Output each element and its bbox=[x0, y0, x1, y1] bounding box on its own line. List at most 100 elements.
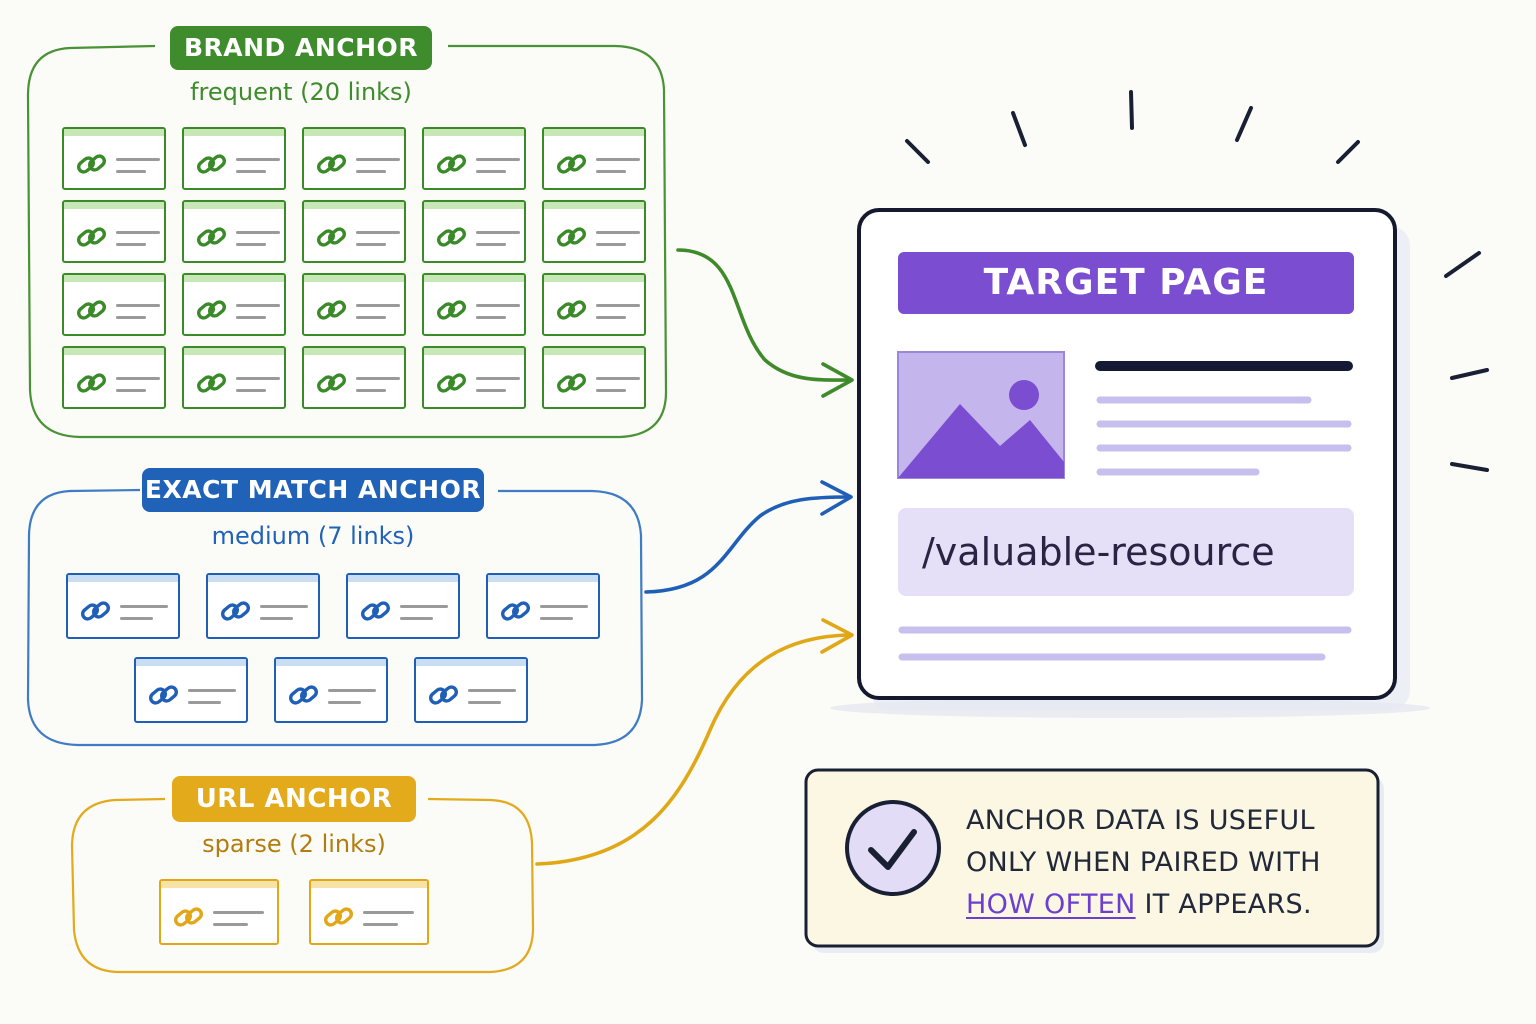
link-card bbox=[486, 573, 600, 639]
link-chain-icon bbox=[221, 601, 250, 621]
link-card-text-line bbox=[476, 157, 520, 161]
link-card bbox=[422, 127, 526, 190]
note-highlight: HOW OFTEN bbox=[966, 889, 1136, 920]
link-card-header bbox=[184, 275, 284, 282]
link-card-text-line bbox=[476, 169, 506, 173]
link-chain-icon bbox=[317, 372, 346, 393]
link-card-header bbox=[136, 659, 246, 666]
link-card bbox=[302, 346, 406, 409]
link-card-header bbox=[184, 202, 284, 209]
exact-anchor-sublabel: medium (7 links) bbox=[211, 522, 415, 550]
link-card-text-line bbox=[363, 923, 398, 926]
link-card bbox=[182, 273, 286, 336]
link-card-text-line bbox=[476, 315, 506, 319]
link-chain-icon bbox=[437, 153, 466, 174]
link-card-text-line bbox=[596, 169, 626, 173]
link-chain-icon bbox=[197, 299, 226, 320]
link-card bbox=[62, 200, 166, 263]
link-card-text-line bbox=[476, 242, 506, 246]
link-chain-icon bbox=[317, 226, 346, 247]
link-card-text-line bbox=[596, 315, 626, 319]
link-card-text-line bbox=[236, 169, 266, 173]
link-card-text-line bbox=[116, 169, 146, 173]
link-card-text-line bbox=[400, 617, 433, 620]
link-card-text-line bbox=[356, 388, 386, 392]
link-chain-icon bbox=[149, 685, 178, 705]
link-card-text-line bbox=[116, 242, 146, 246]
link-card-header bbox=[348, 575, 458, 582]
link-card-text-line bbox=[236, 315, 266, 319]
link-chain-icon bbox=[197, 372, 226, 393]
link-card-header bbox=[544, 129, 644, 136]
url-connector-arrow bbox=[535, 633, 852, 866]
link-chain-icon bbox=[317, 153, 346, 174]
link-card-text-line bbox=[328, 689, 377, 692]
link-card-text-line bbox=[476, 230, 520, 234]
link-card-header bbox=[424, 348, 524, 355]
link-chain-icon bbox=[289, 685, 318, 705]
exact-group-frame bbox=[26, 488, 644, 747]
link-card bbox=[422, 200, 526, 263]
link-card bbox=[346, 573, 460, 639]
link-card bbox=[542, 273, 646, 336]
image-placeholder-icon bbox=[897, 351, 1065, 479]
link-chain-icon bbox=[77, 226, 106, 247]
url-group-frame bbox=[70, 797, 535, 974]
link-chain-icon bbox=[361, 601, 390, 621]
link-card-text-line bbox=[120, 617, 153, 620]
link-chain-icon bbox=[324, 907, 353, 927]
link-card-header bbox=[64, 202, 164, 209]
link-chain-icon bbox=[317, 299, 346, 320]
link-card-header bbox=[64, 348, 164, 355]
page-content-lines bbox=[898, 361, 1353, 661]
link-card-text-line bbox=[356, 303, 400, 307]
link-card-text-line bbox=[213, 911, 264, 914]
link-card-text-line bbox=[328, 701, 361, 704]
link-card-text-line bbox=[116, 157, 160, 161]
url-anchor-label: URL ANCHOR bbox=[172, 776, 416, 822]
link-card-text-line bbox=[236, 388, 266, 392]
link-chain-icon bbox=[81, 601, 110, 621]
link-chain-icon bbox=[557, 226, 586, 247]
link-card bbox=[134, 657, 248, 723]
link-chain-icon bbox=[501, 601, 530, 621]
link-chain-icon bbox=[77, 372, 106, 393]
link-card bbox=[542, 346, 646, 409]
link-card-text-line bbox=[476, 376, 520, 380]
note-text-main: ANCHOR DATA IS USEFUL ONLY WHEN PAIRED W… bbox=[966, 805, 1321, 878]
link-card bbox=[182, 127, 286, 190]
link-card-text-line bbox=[356, 230, 400, 234]
link-chain-icon bbox=[557, 372, 586, 393]
link-chain-icon bbox=[437, 226, 466, 247]
link-card-text-line bbox=[540, 605, 589, 608]
link-card-text-line bbox=[400, 605, 449, 608]
link-card-header bbox=[424, 202, 524, 209]
note-text: ANCHOR DATA IS USEFUL ONLY WHEN PAIRED W… bbox=[966, 800, 1356, 926]
link-card bbox=[62, 127, 166, 190]
brand-anchor-sublabel: frequent (20 links) bbox=[190, 78, 412, 106]
link-card-header bbox=[64, 275, 164, 282]
link-card bbox=[206, 573, 320, 639]
brand-arrow-head bbox=[821, 362, 854, 398]
link-card-text-line bbox=[356, 376, 400, 380]
link-card-text-line bbox=[476, 303, 520, 307]
link-card-text-line bbox=[356, 315, 386, 319]
link-card bbox=[414, 657, 528, 723]
link-card-header bbox=[424, 129, 524, 136]
link-card-header bbox=[304, 348, 404, 355]
link-card-header bbox=[304, 275, 404, 282]
link-card-text-line bbox=[236, 303, 280, 307]
link-card-text-line bbox=[188, 701, 221, 704]
link-card-header bbox=[544, 275, 644, 282]
link-card-header bbox=[208, 575, 318, 582]
link-chain-icon bbox=[429, 685, 458, 705]
link-card bbox=[182, 200, 286, 263]
brand-group-frame bbox=[26, 44, 668, 439]
link-card bbox=[422, 273, 526, 336]
link-card-text-line bbox=[476, 388, 506, 392]
link-card bbox=[274, 657, 388, 723]
url-anchor-sublabel: sparse (2 links) bbox=[202, 830, 386, 858]
link-card-header bbox=[544, 202, 644, 209]
link-card-text-line bbox=[236, 376, 280, 380]
link-chain-icon bbox=[197, 226, 226, 247]
